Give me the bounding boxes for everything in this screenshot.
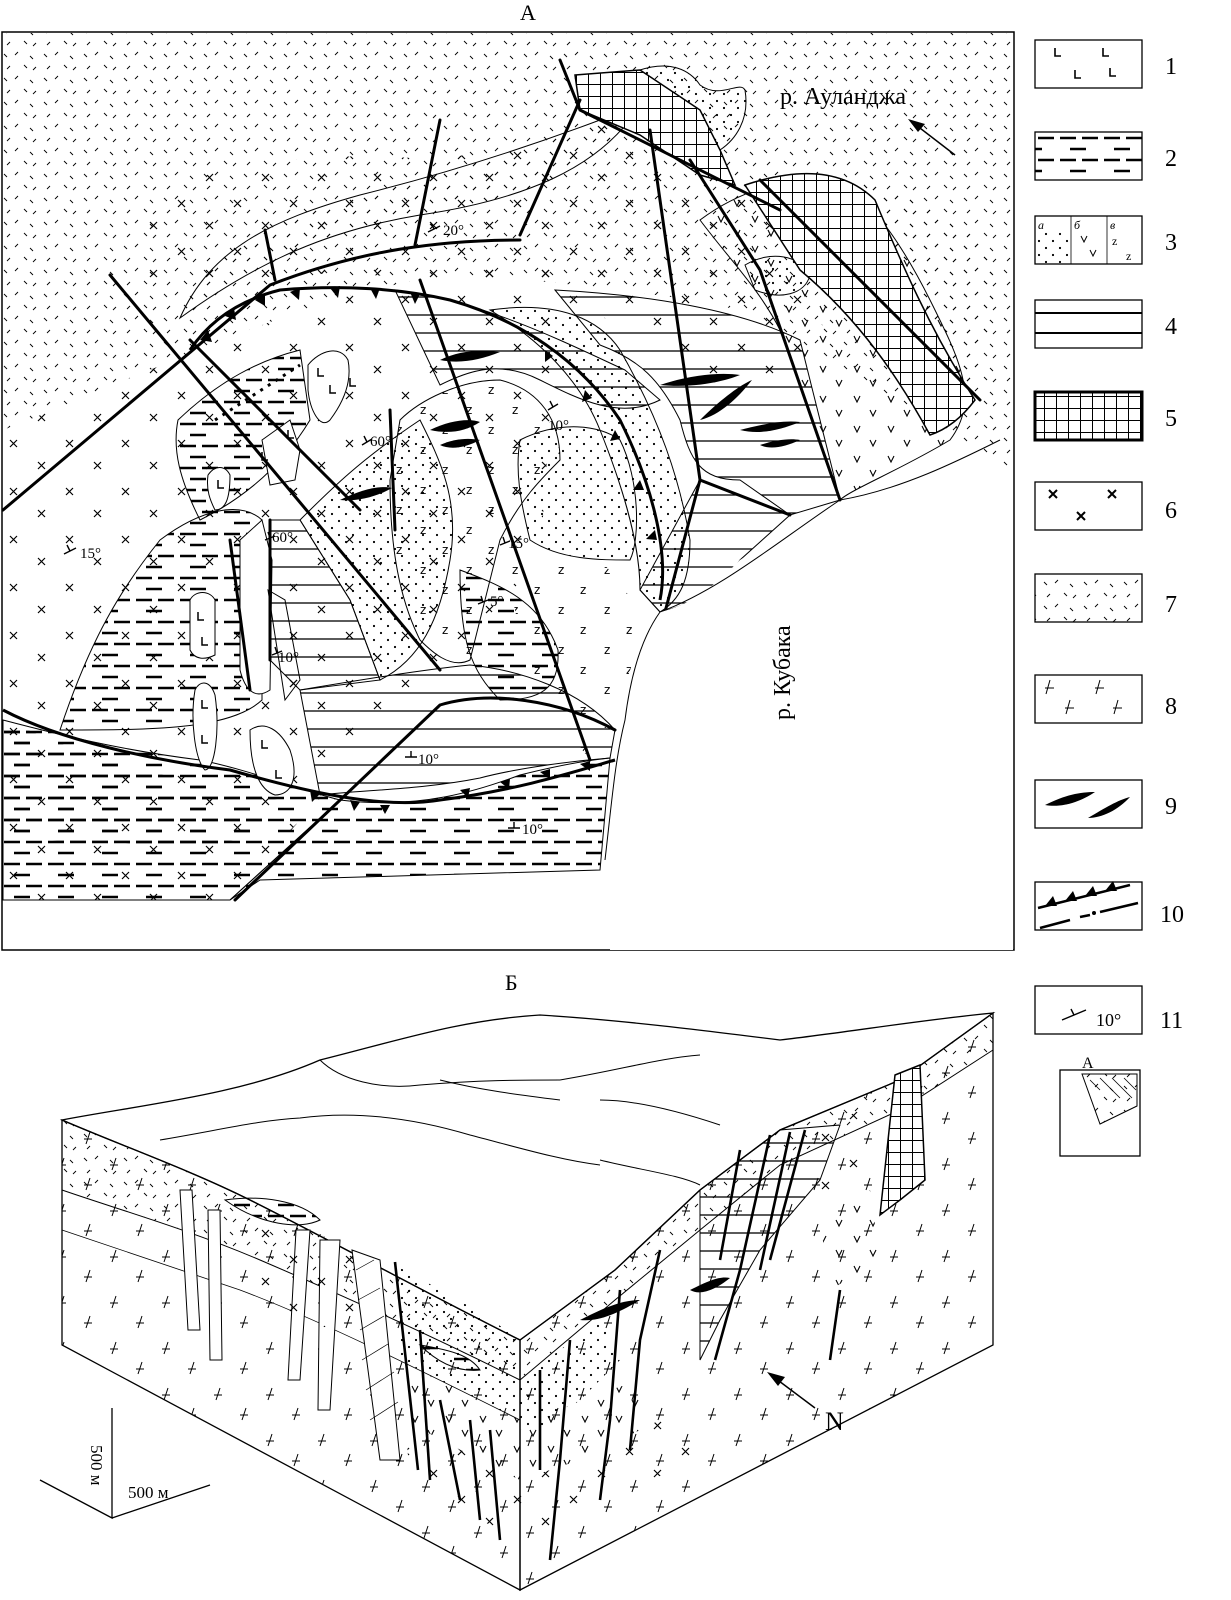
scale-bar: 500 м 500 м [39, 1408, 211, 1520]
svg-text:в: в [1110, 218, 1115, 232]
dip-label: 15° [508, 536, 529, 552]
svg-text:8: 8 [1165, 694, 1177, 720]
dip-label: 5° [490, 594, 504, 610]
svg-text:2: 2 [1165, 146, 1177, 172]
legend-item-10: 10 [1034, 881, 1184, 931]
legend-item-5: 5 [1033, 390, 1177, 442]
scale-horizontal-label: 500 м [128, 1483, 169, 1502]
river-aulanja-label: р. Ауланджа [780, 84, 906, 110]
svg-text:9: 9 [1165, 794, 1177, 820]
panel-a-label: А [520, 0, 536, 25]
dip-label: 60° [272, 530, 293, 546]
legend: 1 2 а б в z z 3 4 5 [1033, 39, 1184, 1157]
block-diagram-b: N 500 м 500 м [39, 1011, 996, 1592]
legend-item-1: 1 [1034, 39, 1177, 89]
panel-b-label: Б [505, 970, 518, 995]
legend-item-11: 10° 11 [1034, 985, 1183, 1035]
legend-item-9: 9 [1034, 779, 1177, 829]
svg-text:6: 6 [1165, 498, 1177, 524]
svg-text:3: 3 [1165, 230, 1177, 256]
dip-label: 10° [522, 822, 543, 838]
north-label: N [825, 1407, 844, 1436]
legend-item-6: 6 [1034, 481, 1177, 531]
legend-item-4: 4 [1034, 299, 1177, 349]
svg-text:11: 11 [1160, 1008, 1183, 1034]
dip-label: 10° [278, 650, 299, 666]
dip-label: 10° [418, 752, 439, 768]
location-index-map: А [1059, 1055, 1141, 1157]
legend-item-2: 2 [1034, 131, 1177, 181]
river-kubaka-label: р. Кубака [770, 625, 796, 720]
map-a: 20° 60° 10° 15° 60° 15° 5° 10° 10° 10° р… [1, 31, 1015, 951]
legend-item-3: а б в z z 3 [1034, 215, 1177, 265]
north-arrow-icon [767, 1372, 816, 1409]
svg-text:7: 7 [1165, 592, 1177, 618]
dip-label: 60° [370, 434, 391, 450]
svg-text:А: А [1082, 1055, 1094, 1072]
svg-text:а: а [1038, 218, 1044, 232]
legend-item-8: 8 [1034, 674, 1177, 724]
svg-text:5: 5 [1165, 406, 1177, 432]
svg-text:10°: 10° [1096, 1010, 1121, 1030]
legend-item-7: 7 [1034, 573, 1177, 623]
svg-text:z: z [1126, 249, 1131, 263]
thrust-fault-10 [2, 286, 665, 814]
dip-label: 10° [548, 418, 569, 434]
svg-text:1: 1 [1165, 54, 1177, 80]
svg-text:z: z [1112, 234, 1117, 248]
scale-vertical-label: 500 м [87, 1445, 106, 1486]
flow-arrow-icon [908, 119, 956, 156]
dip-label: 20° [443, 223, 464, 239]
svg-text:4: 4 [1165, 314, 1177, 340]
svg-text:б: б [1074, 218, 1081, 232]
svg-text:10: 10 [1160, 902, 1184, 928]
dip-label: 15° [80, 546, 101, 562]
